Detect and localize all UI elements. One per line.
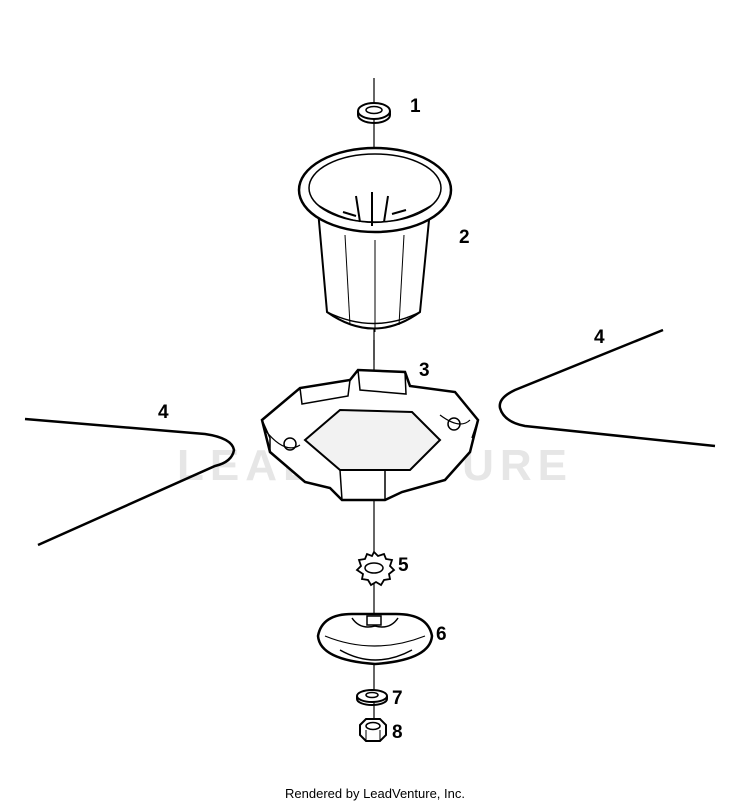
part-6-dome-cover[interactable]: [316, 612, 434, 666]
callout-7: 7: [392, 688, 403, 709]
callout-2: 2: [459, 227, 470, 248]
callout-6: 6: [436, 624, 447, 645]
callout-8: 8: [392, 722, 403, 743]
part-3-line-holder-head[interactable]: [260, 368, 480, 502]
part-2-cup[interactable]: [297, 146, 453, 360]
part-7-washer[interactable]: [356, 689, 388, 706]
footer-credit: Rendered by LeadVenture, Inc.: [285, 786, 465, 801]
callout-4-left: 4: [158, 402, 169, 423]
callout-5: 5: [398, 555, 409, 576]
callout-4-right: 4: [594, 327, 605, 348]
part-8-nut[interactable]: [359, 718, 387, 742]
part-4-trimmer-line-left[interactable]: [24, 417, 236, 547]
part-1-washer[interactable]: [357, 102, 391, 124]
callout-3: 3: [419, 360, 430, 381]
part-5-star-washer[interactable]: [355, 550, 396, 587]
callout-1: 1: [410, 96, 421, 117]
part-4-trimmer-line-right[interactable]: [498, 328, 716, 448]
